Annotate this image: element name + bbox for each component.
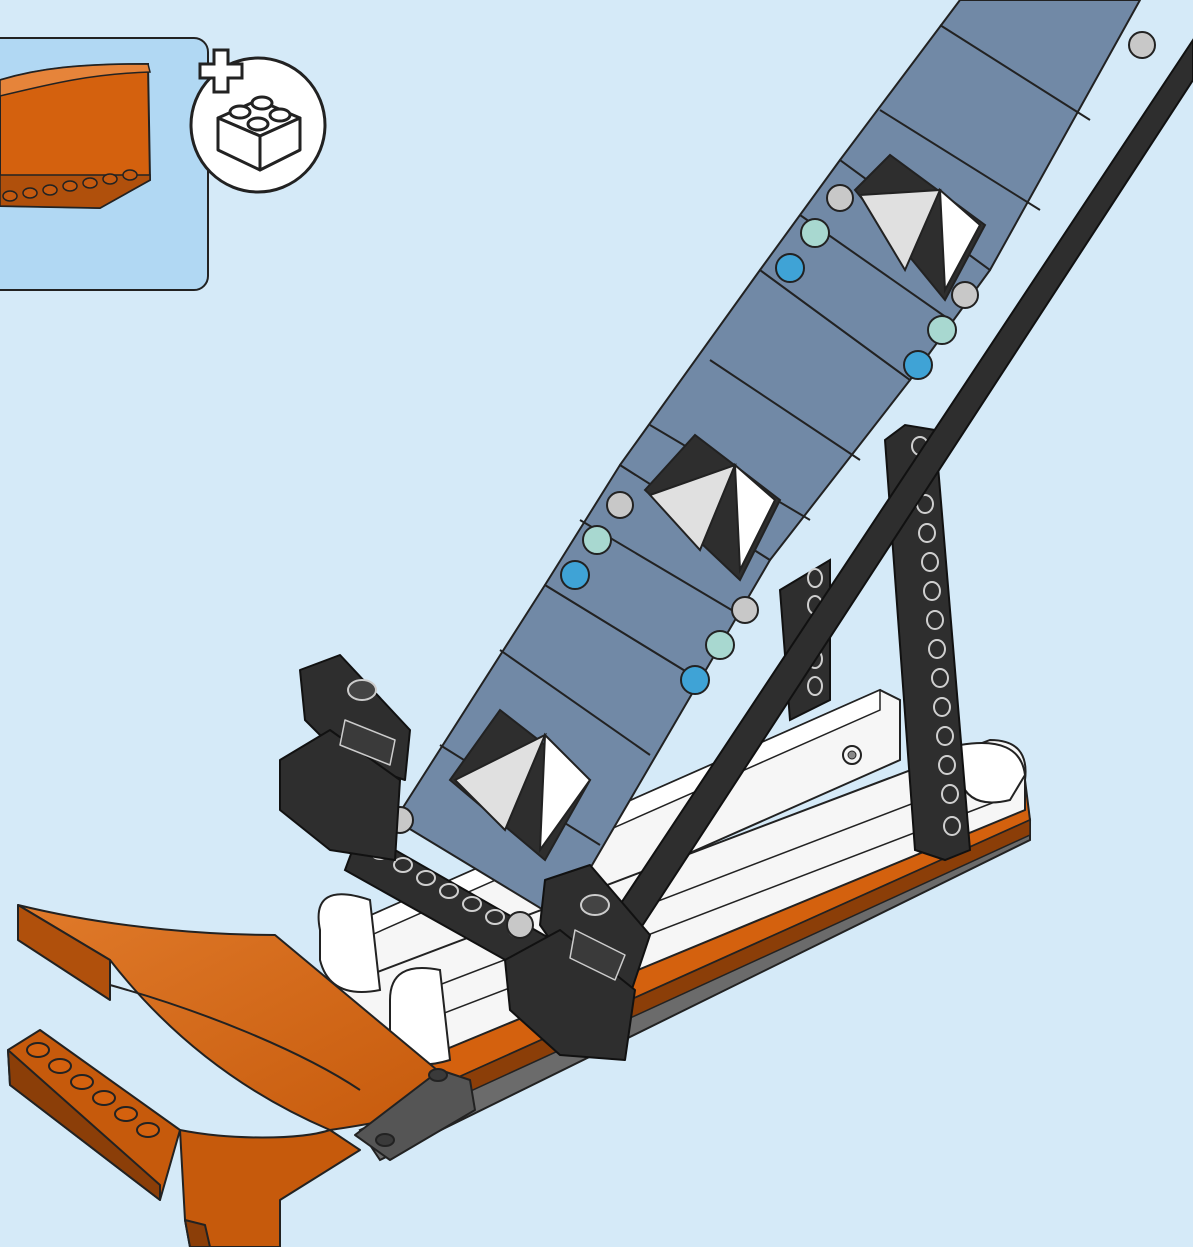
black-corner-wedge-left	[280, 655, 410, 860]
callout-ramp-part	[0, 64, 150, 208]
parts-callout	[0, 38, 325, 290]
add-new-brick-icon	[191, 50, 325, 192]
